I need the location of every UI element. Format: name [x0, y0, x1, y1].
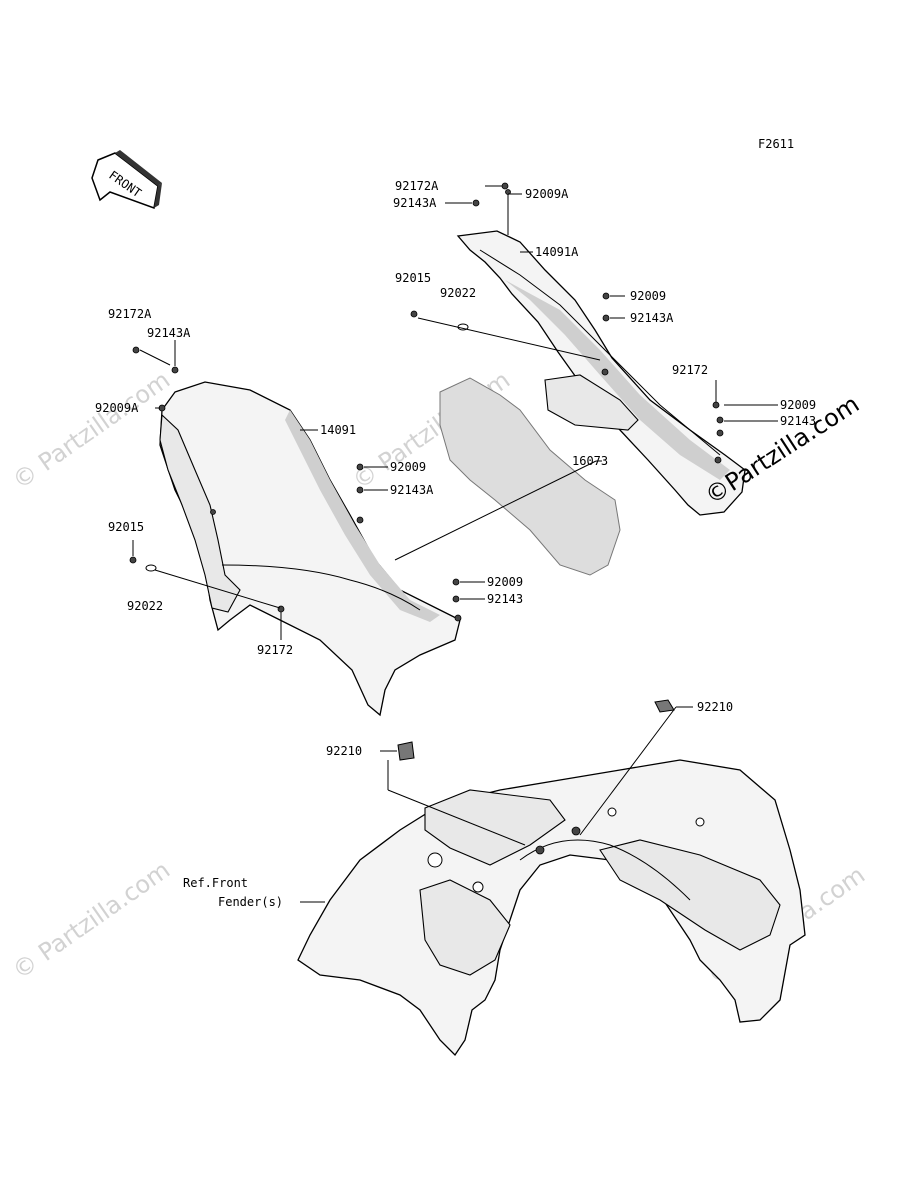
bolt-icon — [716, 429, 724, 437]
label-92009: 92009 — [390, 460, 426, 474]
label-92210: 92210 — [697, 700, 733, 714]
bolt-icon — [132, 346, 140, 354]
watermark-text: © Partzilla.com — [7, 366, 175, 495]
label-92022: 92022 — [127, 599, 163, 613]
washer-icon — [145, 564, 157, 572]
bolt-icon — [501, 182, 509, 190]
label-92172: 92172 — [257, 643, 293, 657]
label-92015: 92015 — [395, 271, 431, 285]
label-92143: 92143 — [487, 592, 523, 606]
bolt-icon — [129, 556, 137, 564]
leader-lines — [132, 185, 778, 903]
label-92143A: 92143A — [630, 311, 674, 325]
bolt-icon — [356, 463, 364, 471]
label-92009A: 92009A — [95, 401, 139, 415]
label-92143A: 92143A — [393, 196, 437, 210]
label-92143A: 92143A — [390, 483, 434, 497]
bolt-icon — [410, 310, 418, 318]
label-92172A: 92172A — [395, 179, 439, 193]
label-92009: 92009 — [487, 575, 523, 589]
bolt-icon — [277, 605, 285, 613]
label-92009A: 92009A — [525, 187, 569, 201]
figure-code: F2611 — [758, 137, 794, 151]
label-92009: 92009 — [780, 398, 816, 412]
label-92015: 92015 — [108, 520, 144, 534]
label-92143A: 92143A — [147, 326, 191, 340]
nut-icon — [452, 595, 460, 603]
bolt-icon — [602, 292, 610, 300]
label-14091: 14091 — [320, 423, 356, 437]
label-92172A: 92172A — [108, 307, 152, 321]
nut-icon — [171, 366, 179, 374]
label-92172: 92172 — [672, 363, 708, 377]
panel-16073 — [439, 377, 621, 576]
mud-guard-14091a — [456, 230, 746, 516]
part-labels: 92172A 92143A 92009A 14091A 92015 92022 … — [95, 179, 816, 909]
hardware-layer — [129, 182, 724, 761]
nut-icon — [602, 314, 610, 322]
nut-icon — [716, 416, 724, 424]
clip-icon — [397, 741, 415, 761]
front-arrow-icon: FRONT — [91, 150, 162, 210]
label-14091A: 14091A — [535, 245, 579, 259]
reference-line2: Fender(s) — [218, 895, 283, 909]
bolt-icon — [452, 578, 460, 586]
reference-line1: Ref.Front — [183, 876, 248, 890]
clip-icon — [654, 699, 675, 713]
label-92022: 92022 — [440, 286, 476, 300]
nut-icon — [472, 199, 480, 207]
bolt-icon — [712, 401, 720, 409]
nut-icon — [356, 486, 364, 494]
watermark-text: © Partzilla.com — [7, 856, 175, 985]
label-92009: 92009 — [630, 289, 666, 303]
label-92210: 92210 — [326, 744, 362, 758]
front-fender — [297, 759, 806, 1057]
mud-guard-14091 — [159, 381, 462, 717]
label-92143: 92143 — [780, 414, 816, 428]
label-16073: 16073 — [572, 454, 608, 468]
